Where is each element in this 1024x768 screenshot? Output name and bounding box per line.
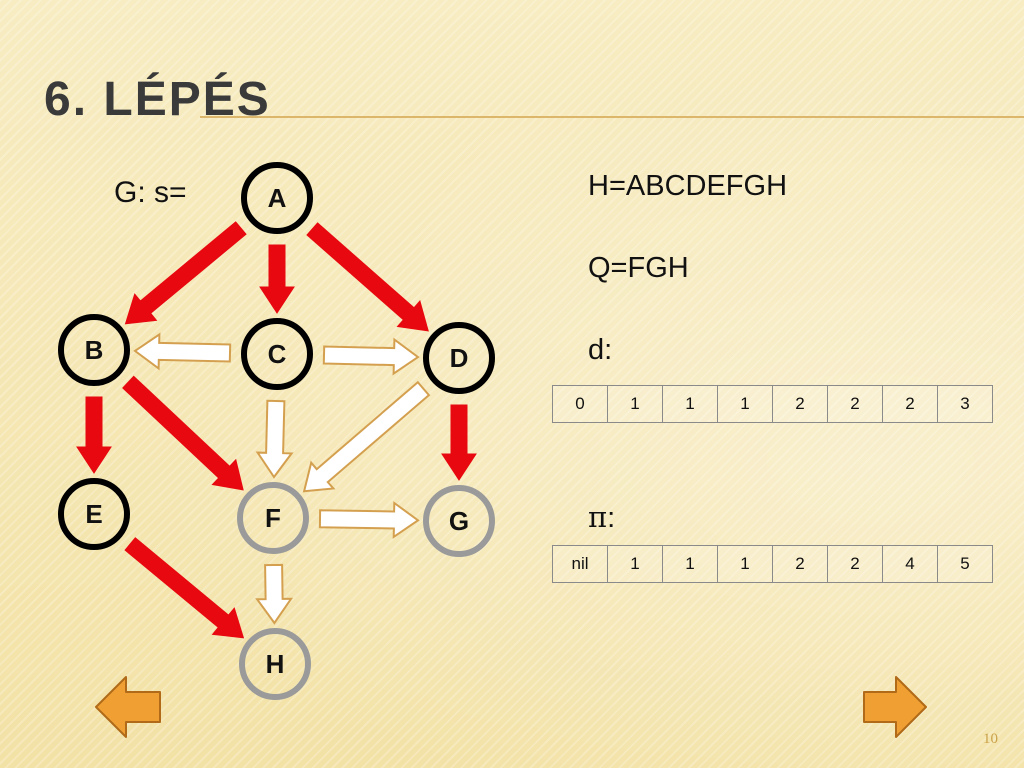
edge-c-b bbox=[133, 332, 232, 371]
pi-cell: 4 bbox=[882, 545, 938, 583]
node-label: C bbox=[268, 339, 287, 369]
nav-layer bbox=[95, 676, 927, 738]
pi-cell: 1 bbox=[662, 545, 718, 583]
d-cell: 1 bbox=[717, 385, 773, 423]
node-h: H bbox=[239, 628, 311, 700]
node-circle bbox=[58, 478, 130, 550]
d-cell: 3 bbox=[937, 385, 993, 423]
node-circle bbox=[241, 162, 313, 234]
pi-array-row: nil 1 1 1 2 2 4 5 bbox=[552, 545, 993, 583]
node-circle bbox=[239, 628, 311, 700]
edge-f-g bbox=[318, 501, 420, 539]
node-e: E bbox=[58, 478, 130, 550]
nodes-layer: A B C D E F G H bbox=[58, 162, 495, 700]
node-c: C bbox=[241, 318, 313, 390]
d-cell: 2 bbox=[882, 385, 938, 423]
edge-f-h bbox=[255, 563, 294, 625]
edge-a-d bbox=[306, 222, 429, 332]
title-rule bbox=[200, 116, 1024, 118]
pi-cell: 1 bbox=[717, 545, 773, 583]
pi-cell: 2 bbox=[772, 545, 828, 583]
node-circle bbox=[241, 318, 313, 390]
node-d: D bbox=[423, 322, 495, 394]
h-line: H=ABCDEFGH bbox=[588, 170, 788, 202]
d-array: 0 1 1 1 2 2 2 3 bbox=[552, 385, 993, 423]
node-label: B bbox=[85, 335, 104, 365]
node-circle bbox=[423, 485, 495, 557]
node-circle bbox=[58, 314, 130, 386]
d-cell: 1 bbox=[607, 385, 663, 423]
pi-cell: 5 bbox=[937, 545, 993, 583]
edge-e-h bbox=[124, 537, 245, 639]
q-line: Q=FGH bbox=[588, 252, 689, 284]
edge-b-e bbox=[76, 396, 112, 474]
d-cell: 0 bbox=[552, 385, 608, 423]
d-cell: 2 bbox=[772, 385, 828, 423]
edge-c-d bbox=[322, 337, 420, 376]
edge-a-b bbox=[124, 221, 247, 325]
arrow-left-icon[interactable] bbox=[95, 676, 161, 738]
pi-array: nil 1 1 1 2 2 4 5 bbox=[552, 545, 993, 583]
node-label: D bbox=[450, 343, 469, 373]
node-label: E bbox=[85, 499, 102, 529]
edge-b-f bbox=[122, 375, 244, 491]
node-label: H bbox=[266, 649, 285, 679]
node-b: B bbox=[58, 314, 130, 386]
pi-cell: 1 bbox=[607, 545, 663, 583]
node-a: A bbox=[241, 162, 313, 234]
pi-cell: 2 bbox=[827, 545, 883, 583]
node-label: A bbox=[268, 183, 287, 213]
source-label: G: s= bbox=[114, 176, 187, 209]
d-label: d: bbox=[588, 334, 613, 366]
edges-layer bbox=[76, 221, 477, 639]
node-f: F bbox=[237, 482, 309, 554]
pi-symbol: π bbox=[588, 500, 608, 534]
edge-c-f bbox=[255, 399, 294, 479]
d-cell: 2 bbox=[827, 385, 883, 423]
node-g: G bbox=[423, 485, 495, 557]
edge-d-f bbox=[302, 380, 431, 493]
pi-label: π: bbox=[588, 500, 615, 535]
node-circle bbox=[237, 482, 309, 554]
edge-d-g bbox=[441, 404, 477, 481]
node-label: G bbox=[449, 506, 469, 536]
node-circle bbox=[423, 322, 495, 394]
page-number: 10 bbox=[983, 731, 998, 747]
d-array-row: 0 1 1 1 2 2 2 3 bbox=[552, 385, 993, 423]
edge-a-c bbox=[259, 244, 295, 314]
node-label: F bbox=[265, 503, 281, 533]
arrow-right-icon[interactable] bbox=[863, 676, 927, 738]
pi-colon: : bbox=[607, 502, 616, 534]
